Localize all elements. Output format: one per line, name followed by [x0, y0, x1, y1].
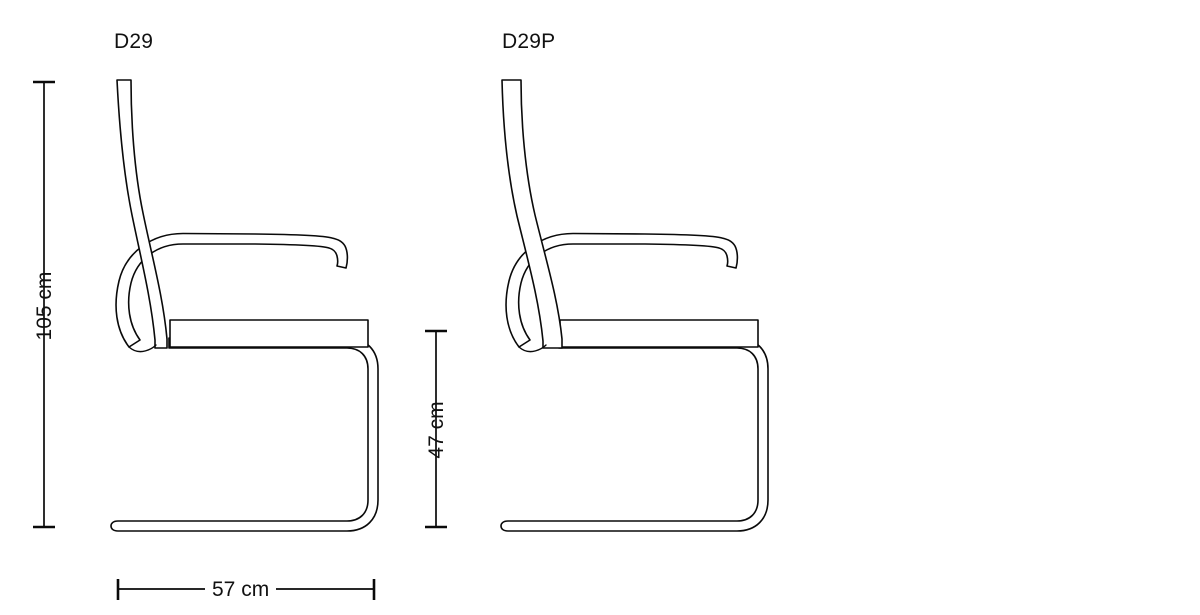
d29-arm-loop-front-edge — [128, 344, 157, 353]
d29p-cantilever-base — [500, 337, 769, 532]
d29-cantilever-base — [110, 337, 379, 532]
dimension-label-overall-height: 105 cm — [33, 271, 56, 341]
dimension-seat-height — [425, 329, 447, 529]
dimension-overall-height — [33, 80, 55, 529]
model-label-d29p: D29P — [502, 30, 556, 53]
d29-seat-slab — [169, 319, 369, 348]
dimension-label-seat-height: 47 cm — [425, 401, 448, 459]
d29p-seat-slab — [559, 319, 759, 348]
d29p-backrest-padded — [501, 79, 563, 349]
d29-backrest — [116, 79, 168, 349]
dimension-label-overall-depth: 57 cm — [205, 578, 277, 602]
chair-drawing-d29 — [110, 79, 379, 532]
chair-drawing-d29p — [500, 79, 769, 532]
model-label-d29: D29 — [114, 30, 154, 53]
d29p-arm-loop-front-edge — [518, 344, 547, 353]
